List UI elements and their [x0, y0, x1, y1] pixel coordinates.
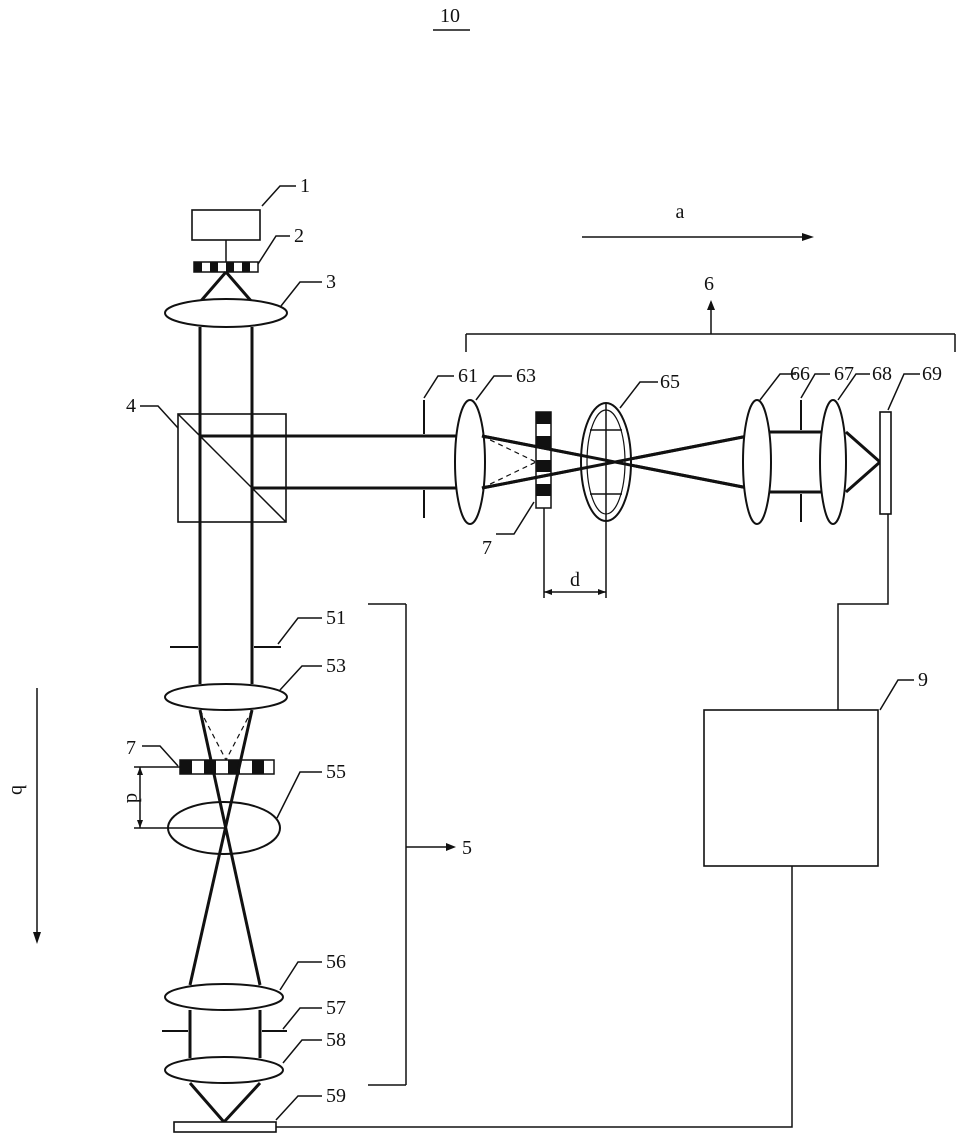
- label-56: 56: [326, 951, 346, 973]
- label-63: 63: [516, 365, 536, 387]
- label-5: 5: [462, 837, 472, 859]
- lens-53: [165, 684, 287, 710]
- lens-63: [455, 400, 485, 524]
- label-69: 69: [922, 363, 942, 385]
- label-1: 1: [300, 175, 310, 197]
- beam-upper-right: [226, 272, 252, 302]
- label-6: 6: [704, 273, 714, 295]
- label-61: 61: [458, 365, 478, 387]
- label-7-vertical: 7: [126, 737, 136, 759]
- label-2: 2: [294, 225, 304, 247]
- label-a: a: [676, 201, 685, 223]
- label-53: 53: [326, 655, 346, 677]
- group-bracket-6: [466, 300, 955, 352]
- label-4: 4: [126, 395, 136, 417]
- light-source-1: [192, 210, 260, 240]
- label-d-vertical: d: [122, 793, 144, 803]
- label-9: 9: [918, 669, 928, 691]
- beam-upper-left: [200, 272, 226, 302]
- label-68: 68: [872, 363, 892, 385]
- lens-58: [165, 1057, 283, 1083]
- label-65: 65: [660, 371, 680, 393]
- lens-56: [165, 984, 283, 1010]
- figure-number: 10: [440, 5, 460, 27]
- label-7-horizontal: 7: [482, 537, 492, 559]
- processor-9: [704, 710, 878, 866]
- grating-7-vertical: [180, 760, 274, 774]
- label-66: 66: [790, 363, 810, 385]
- wire-59-to-9: [276, 866, 792, 1127]
- label-57: 57: [326, 997, 346, 1019]
- label-b: b: [7, 785, 29, 795]
- lens-3: [165, 299, 287, 327]
- detector-59: [174, 1122, 276, 1132]
- label-55: 55: [326, 761, 346, 783]
- label-d-horizontal: d: [570, 569, 580, 591]
- lens-66: [743, 400, 771, 524]
- grating-2: [194, 262, 258, 272]
- grating-7-horizontal: [536, 412, 551, 508]
- label-3: 3: [326, 271, 336, 293]
- wire-69-to-9: [838, 514, 888, 710]
- detector-69: [880, 412, 891, 514]
- label-67: 67: [834, 363, 854, 385]
- label-59: 59: [326, 1085, 346, 1107]
- label-58: 58: [326, 1029, 346, 1051]
- lens-65: [581, 403, 631, 521]
- label-51: 51: [326, 607, 346, 629]
- group-bracket-5: [368, 604, 456, 1085]
- lens-68: [820, 400, 846, 524]
